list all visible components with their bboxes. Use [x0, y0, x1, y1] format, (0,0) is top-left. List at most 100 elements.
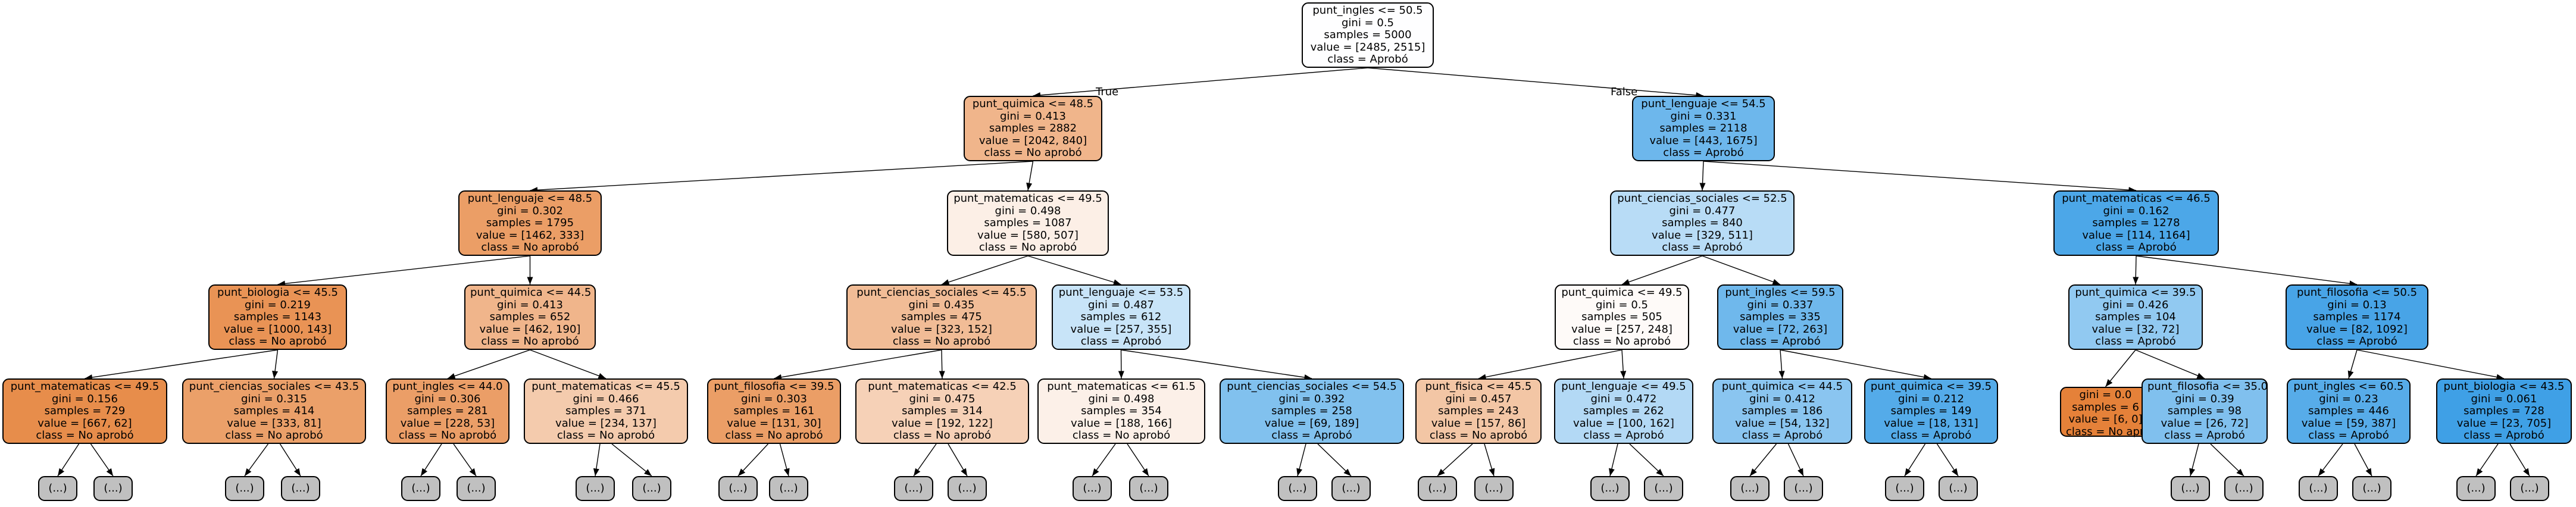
node-line: value = [443, 1675] [1649, 134, 1758, 147]
node-line: value = [234, 137] [555, 417, 656, 430]
edge-n3-n7 [277, 255, 530, 287]
edge-n8-n18 [530, 349, 607, 379]
edge-n15-trunc-1 [90, 443, 114, 477]
truncated-node: (...) [1784, 476, 1823, 501]
node-line: samples = 5000 [1324, 29, 1412, 41]
node-line: samples = 1278 [2092, 217, 2180, 229]
node-line: value = [333, 81] [227, 417, 321, 430]
edge-n11-n23 [1478, 349, 1622, 380]
truncated-node: (...) [38, 476, 77, 501]
truncated-node: (...) [1418, 476, 1457, 501]
node-line: samples = 262 [1583, 405, 1664, 417]
edge-n26-trunc-0 [1904, 443, 1926, 477]
node-line: value = [228, 53] [400, 417, 495, 430]
edge-n23-trunc-1 [1484, 443, 1495, 477]
node-line: samples = 371 [565, 405, 646, 417]
node-line: gini = 0.315 [241, 392, 307, 405]
truncated-node: (...) [2171, 476, 2210, 501]
node-line: samples = 354 [1081, 405, 1162, 417]
node-line: class = No aprobó [893, 429, 992, 442]
node-line: class = No aprobó [36, 429, 134, 442]
truncated-node: (...) [718, 476, 758, 501]
truncated-node: (...) [1939, 476, 1978, 501]
node-line: punt_ingles <= 60.5 [2293, 380, 2404, 393]
node-line: samples = 258 [1271, 405, 1352, 417]
node-line: class = No aprobó [229, 335, 327, 348]
truncated-node: (...) [1474, 476, 1514, 501]
edge-n20-trunc-0 [913, 443, 937, 477]
node-line: value = [1462, 333] [476, 229, 584, 242]
truncated-node: (...) [632, 476, 671, 501]
node-line: punt_filosofia <= 50.5 [2296, 286, 2418, 299]
node-line: value = [157, 86] [1431, 417, 1526, 430]
truncated-node: (...) [457, 476, 496, 501]
node-line: value = [82, 1092] [2306, 323, 2408, 336]
node-line: gini = 0.472 [1590, 392, 1657, 405]
node-line: punt_matematicas <= 49.5 [10, 380, 160, 393]
node-line: punt_biologia <= 43.5 [2443, 380, 2565, 393]
node-line: value = [59, 387] [2301, 417, 2396, 430]
node-line: class = Aprobó [2096, 241, 2177, 254]
node-line: samples = 335 [1740, 311, 1821, 323]
truncated-node: (...) [1885, 476, 1924, 501]
node-line: samples = 612 [1080, 311, 1162, 323]
edge-n2-n5 [1699, 161, 1706, 191]
node-line: samples = 161 [733, 405, 815, 417]
edge-n23-trunc-0 [1437, 443, 1473, 477]
node-line: class = No aprobó [984, 146, 1082, 159]
tree-edges [57, 67, 2530, 477]
node-line: punt_quimica <= 44.5 [470, 286, 592, 299]
node-line: gini = 0.5 [1596, 298, 1648, 311]
edge-n29-trunc-1 [2354, 443, 2372, 477]
edge-n19-trunc-0 [737, 443, 769, 477]
node-line: class = No aprobó [225, 429, 323, 442]
node-line: value = [114, 1164] [2082, 229, 2190, 242]
node-line: punt_ciencias_sociales <= 52.5 [1617, 192, 1787, 205]
edge-n14-n29 [2347, 349, 2358, 379]
edge-n28-trunc-1 [2210, 443, 2244, 477]
node-line: samples = 505 [1581, 311, 1662, 323]
edge-n11-n24 [1620, 349, 1627, 379]
node-line: samples = 186 [1742, 405, 1823, 417]
node-line: punt_matematicas <= 42.5 [868, 380, 1017, 393]
node-line: samples = 475 [901, 311, 982, 323]
edge-n28-trunc-0 [2189, 443, 2199, 477]
node-line: class = No aprobó [978, 241, 1077, 254]
edge-n12-n25 [1778, 349, 1785, 379]
edge-n24-trunc-1 [1629, 443, 1664, 477]
node-line: samples = 6 [2072, 400, 2139, 414]
node-line: gini = 0.435 [908, 298, 975, 311]
node-line: gini = 0.337 [1747, 298, 1814, 311]
node-line: value = [2485, 2515] [1310, 40, 1425, 54]
node-line: class = Aprobó [2095, 335, 2176, 348]
node-line: gini = 0.39 [2175, 392, 2234, 405]
node-line: class = No aprobó [481, 241, 579, 254]
node-line: gini = 0.5 [1342, 16, 1394, 29]
edge-n18-trunc-0 [593, 443, 601, 477]
node-line: class = Aprobó [1327, 53, 1408, 65]
false-branch-label: False [1611, 86, 1638, 98]
node-line: class = No aprobó [1072, 429, 1171, 442]
node-line: gini = 0.303 [741, 392, 807, 405]
node-line: class = Aprobó [1890, 429, 1972, 442]
node-line: class = No aprobó [1573, 335, 1671, 348]
edge-n4-n10 [1027, 255, 1121, 286]
edge-n21-trunc-0 [1092, 443, 1116, 477]
node-line: value = [462, 190] [479, 323, 581, 336]
node-line: gini = 0.457 [1445, 392, 1512, 405]
node-line: value = [257, 248] [1571, 323, 1672, 336]
edge-n16-trunc-0 [244, 443, 269, 477]
edge-n30-trunc-0 [2475, 443, 2499, 477]
edge-n4-n9 [941, 255, 1028, 285]
edge-n25-trunc-0 [1749, 443, 1777, 477]
edge-n24-trunc-0 [1609, 443, 1618, 477]
